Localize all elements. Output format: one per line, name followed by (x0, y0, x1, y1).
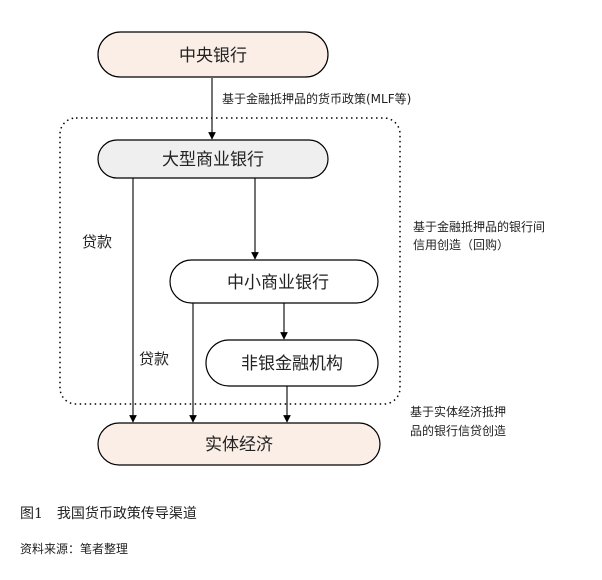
figure-caption: 图1 我国货币政策传导渠道 (20, 506, 197, 522)
node-small-bank-label: 中小商业银行 (227, 273, 329, 293)
node-real-economy: 实体经济 (97, 422, 381, 466)
loan-label-lower: 贷款 (139, 350, 169, 368)
node-nonbank-label: 非银金融机构 (241, 354, 343, 374)
mlf-policy-label: 基于金融抵押品的货币政策(MLF等) (222, 91, 411, 106)
source-note: 资料来源：笔者整理 (20, 542, 129, 556)
node-large-bank-label: 大型商业银行 (162, 150, 264, 170)
node-nonbank-box (205, 339, 379, 387)
loan-label-upper: 贷款 (82, 233, 112, 251)
node-small-bank: 中小商业银行 (169, 259, 379, 304)
node-real-economy-box (97, 422, 381, 466)
node-central-bank-label: 中央银行 (179, 46, 247, 66)
node-large-bank: 大型商业银行 (97, 139, 329, 179)
node-nonbank: 非银金融机构 (205, 339, 379, 387)
transmission-diagram: 中央银行 大型商业银行 中小商业银行 非银金融机构 实体经济 基于金融抵押品的货… (59, 31, 545, 466)
node-central-bank: 中央银行 (97, 31, 329, 78)
node-real-economy-label: 实体经济 (205, 435, 273, 455)
interbank-credit-label-line2: 信用创造（回购） (413, 237, 509, 252)
interbank-credit-label-line1: 基于金融抵押品的银行间 (413, 219, 545, 234)
banking-system-boundary (59, 117, 401, 405)
node-central-bank-box (97, 31, 329, 78)
connectors (129, 78, 291, 423)
node-large-bank-box (97, 139, 329, 179)
real-credit-label-line1: 基于实体经济抵押 (410, 404, 506, 419)
real-credit-label-line2: 品的银行信贷创造 (410, 423, 506, 438)
node-small-bank-box (169, 259, 379, 304)
